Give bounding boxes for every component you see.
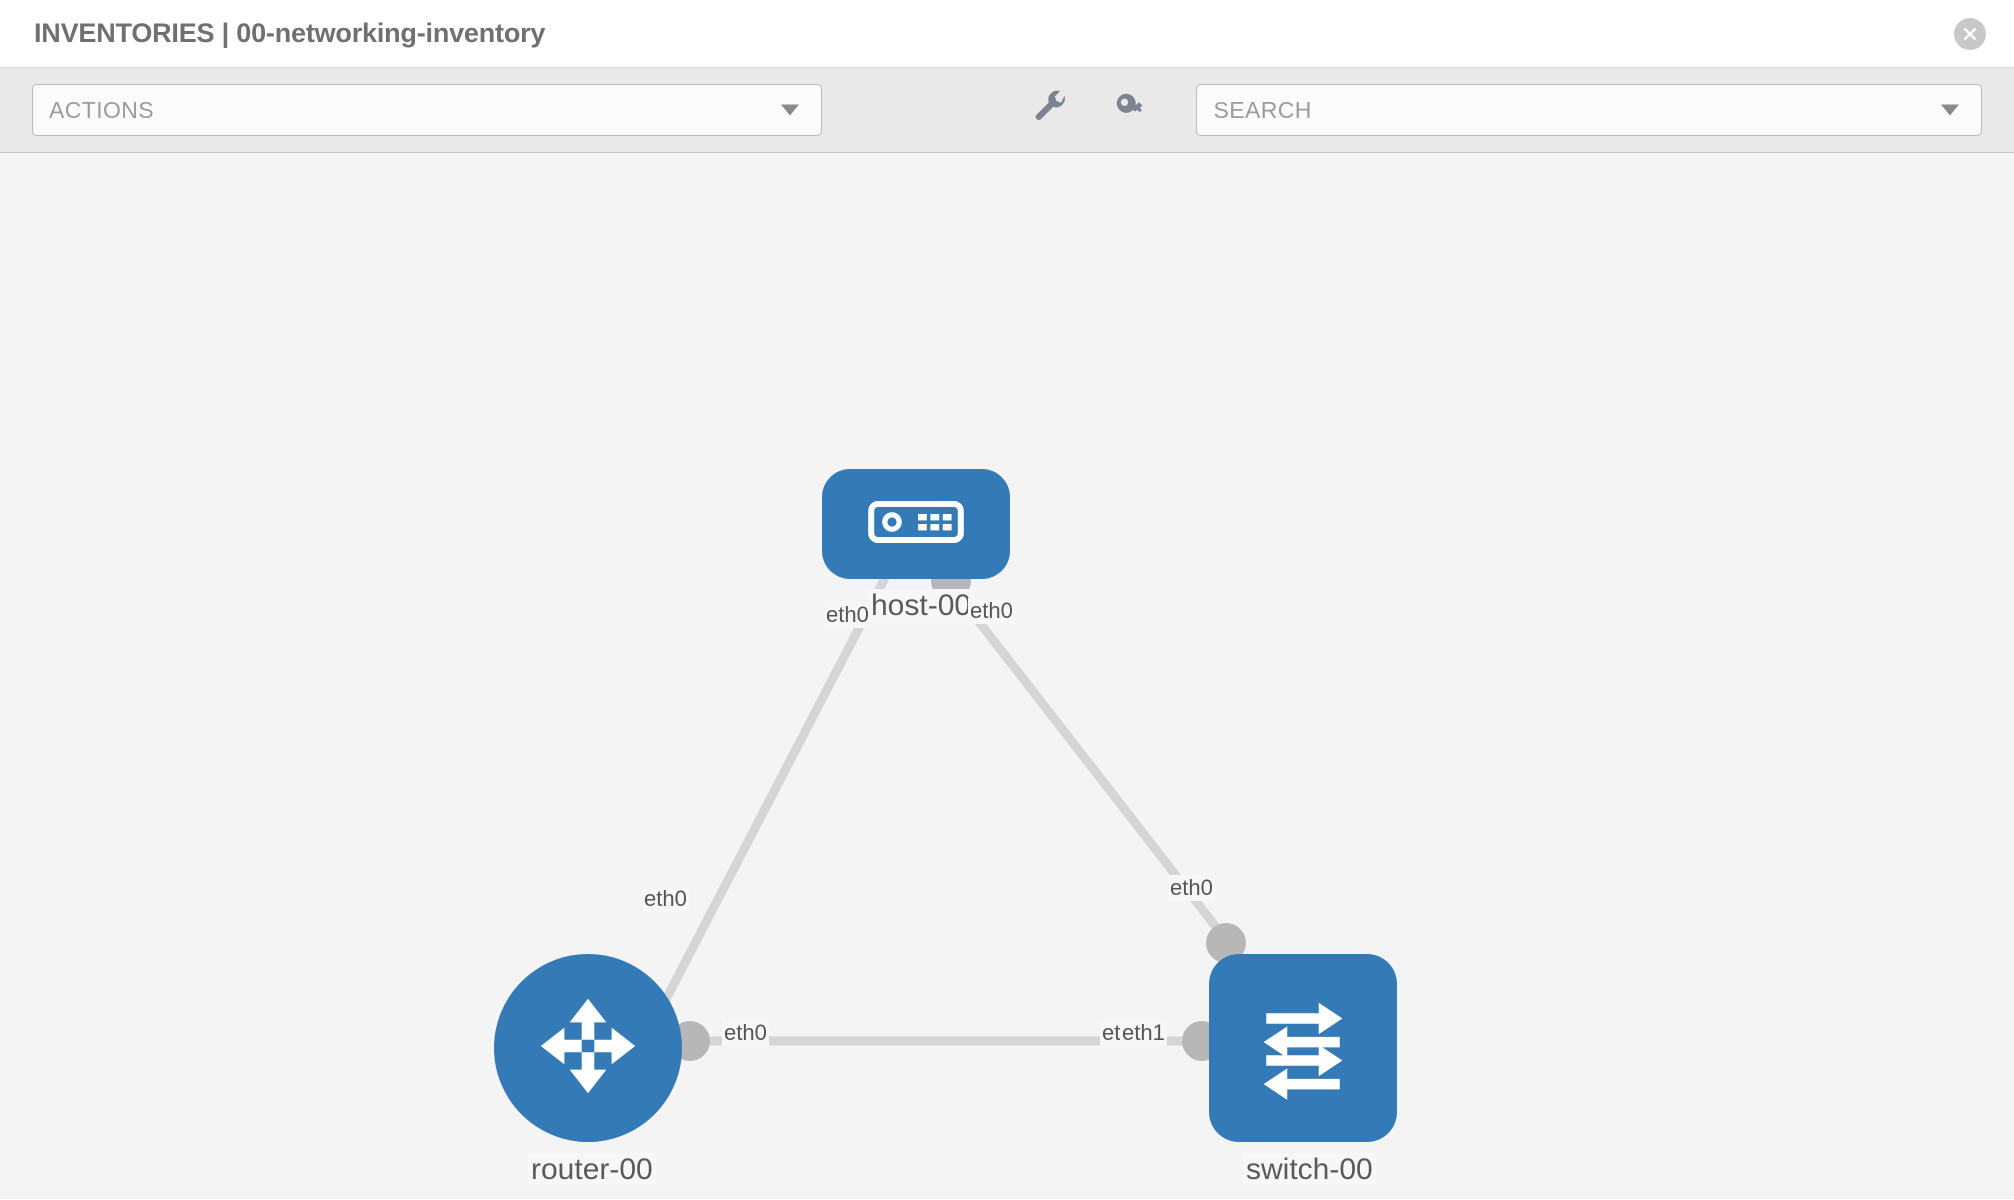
edge-label-router-diag-eth: eth0: [642, 886, 689, 913]
node-label-router-00: router-00: [528, 1153, 656, 1186]
node-label-switch-00: switch-00: [1243, 1153, 1376, 1186]
page-header: INVENTORIES | 00-networking-inventory: [0, 0, 2014, 68]
server-icon: [868, 498, 964, 551]
toolbar-icon-group: [1032, 89, 1150, 132]
close-button[interactable]: [1954, 17, 1986, 50]
edge-label-host-left-eth: eth0: [824, 602, 871, 629]
switch-arrows-icon: [1240, 983, 1366, 1114]
edge-label-host-right-eth: eth0: [968, 598, 1015, 625]
node-switch-00[interactable]: [1209, 954, 1397, 1142]
edge-label-router-h-eth: eth0: [722, 1020, 769, 1047]
chevron-down-icon: [1941, 104, 1959, 116]
actions-dropdown-label: ACTIONS: [49, 96, 155, 123]
router-arrows-icon: [525, 983, 651, 1114]
key-icon[interactable]: [1112, 89, 1150, 132]
topology-canvas[interactable]: eth0 host-00 eth0 router-00 eth0 eth0: [0, 153, 2014, 1199]
node-host-00[interactable]: [822, 469, 1010, 579]
search-input[interactable]: SEARCH: [1196, 84, 1982, 136]
edge-label-switch-h-eth: eth1: [1120, 1020, 1167, 1047]
topology-links: [646, 575, 1244, 1046]
wrench-icon[interactable]: [1032, 89, 1070, 132]
toolbar: ACTIONS SEARCH: [0, 68, 2014, 153]
edge-label-switch-diag-eth: eth0: [1168, 875, 1215, 902]
page-title: INVENTORIES | 00-networking-inventory: [34, 18, 546, 48]
close-icon: [1961, 25, 1979, 43]
node-router-00[interactable]: [494, 954, 682, 1142]
chevron-down-icon: [781, 104, 800, 116]
node-label-host-00: host-00: [868, 589, 975, 622]
search-input-value: SEARCH: [1213, 96, 1312, 123]
actions-dropdown[interactable]: ACTIONS: [32, 84, 823, 136]
link-host-router: [646, 575, 889, 1033]
